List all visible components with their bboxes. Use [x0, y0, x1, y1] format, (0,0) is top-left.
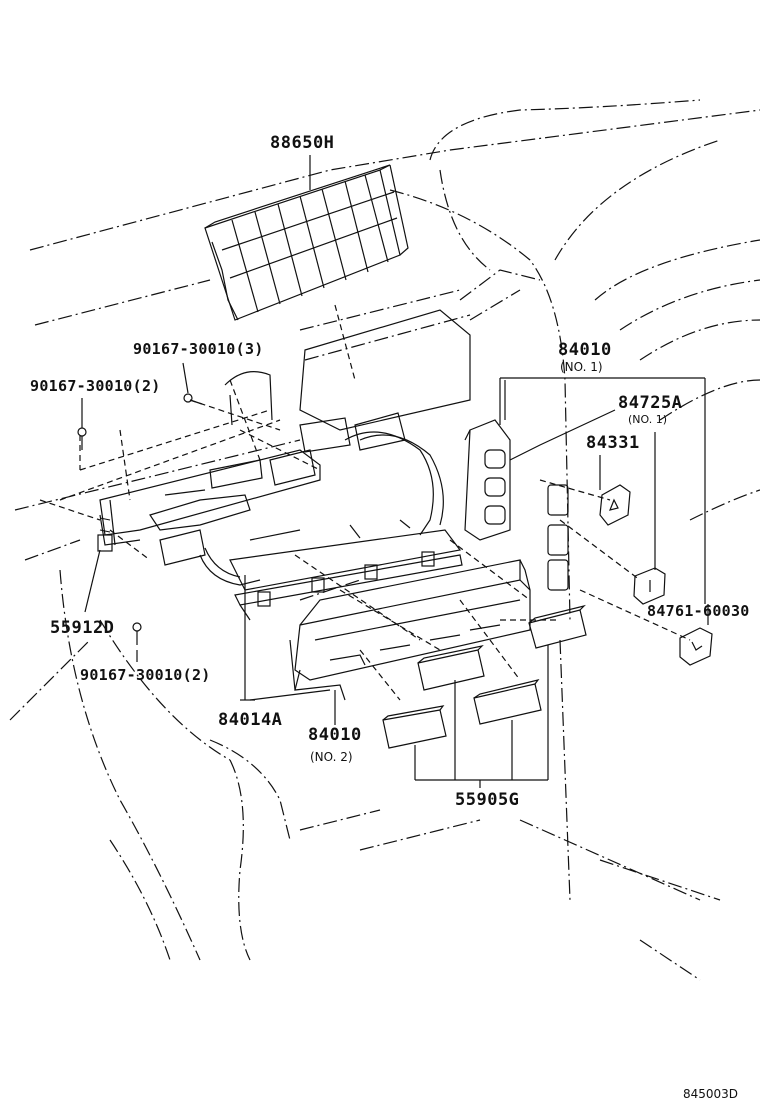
- part-55912D-bracket: [97, 449, 321, 552]
- callout-84010-no2-qualifier: (NO. 2): [310, 750, 353, 764]
- screw-90167-30010-upper: [183, 393, 203, 405]
- part-55905G-knobs: [382, 604, 587, 749]
- part-84010-no2-control: [289, 559, 531, 701]
- callout-55912D: 55912D: [50, 618, 115, 638]
- callout-leader-lines: [81, 362, 709, 788]
- callout-84725A-qualifier: (NO. 1): [628, 413, 668, 426]
- callout-84014A: 84014A: [218, 710, 283, 730]
- callout-90167-30010-3: 90167-30010(3): [133, 340, 264, 358]
- dashboard-outline-lines: [9, 99, 760, 981]
- illustration-id: 845003D: [683, 1087, 739, 1101]
- part-88650H-unit: [204, 155, 409, 321]
- callout-90167-30010-2-upper: 90167-30010(2): [30, 377, 161, 395]
- callout-84010-no2: 84010: [308, 725, 362, 745]
- dash-display-opening: [224, 309, 471, 431]
- part-84331-switch: [599, 484, 631, 526]
- part-84010-no1-switch: [464, 380, 511, 541]
- screw-90167-30010-lower: [132, 622, 142, 645]
- callout-84010-no1: 84010: [558, 340, 612, 360]
- dash-switch-slots: [547, 484, 569, 591]
- hidden-leader-lines: [39, 304, 691, 701]
- callout-84761-60030: 84761-60030: [647, 602, 750, 620]
- part-84761-60030-switch: [679, 627, 713, 666]
- screw-90167-30010-left: [77, 427, 87, 450]
- callout-55905G: 55905G: [455, 790, 520, 810]
- callout-84010-no1-qualifier: (NO. 1): [560, 360, 603, 374]
- callout-88650H: 88650H: [270, 133, 335, 153]
- callout-84331: 84331: [586, 433, 640, 453]
- callout-84725A: 84725A: [618, 393, 683, 413]
- callout-90167-30010-2-lower: 90167-30010(2): [80, 666, 211, 684]
- lower-rail-bracket: [229, 519, 463, 621]
- part-84014A-harness: [159, 412, 444, 586]
- part-84725A-switch: [633, 567, 666, 605]
- screw-leader-ticks: [99, 517, 111, 533]
